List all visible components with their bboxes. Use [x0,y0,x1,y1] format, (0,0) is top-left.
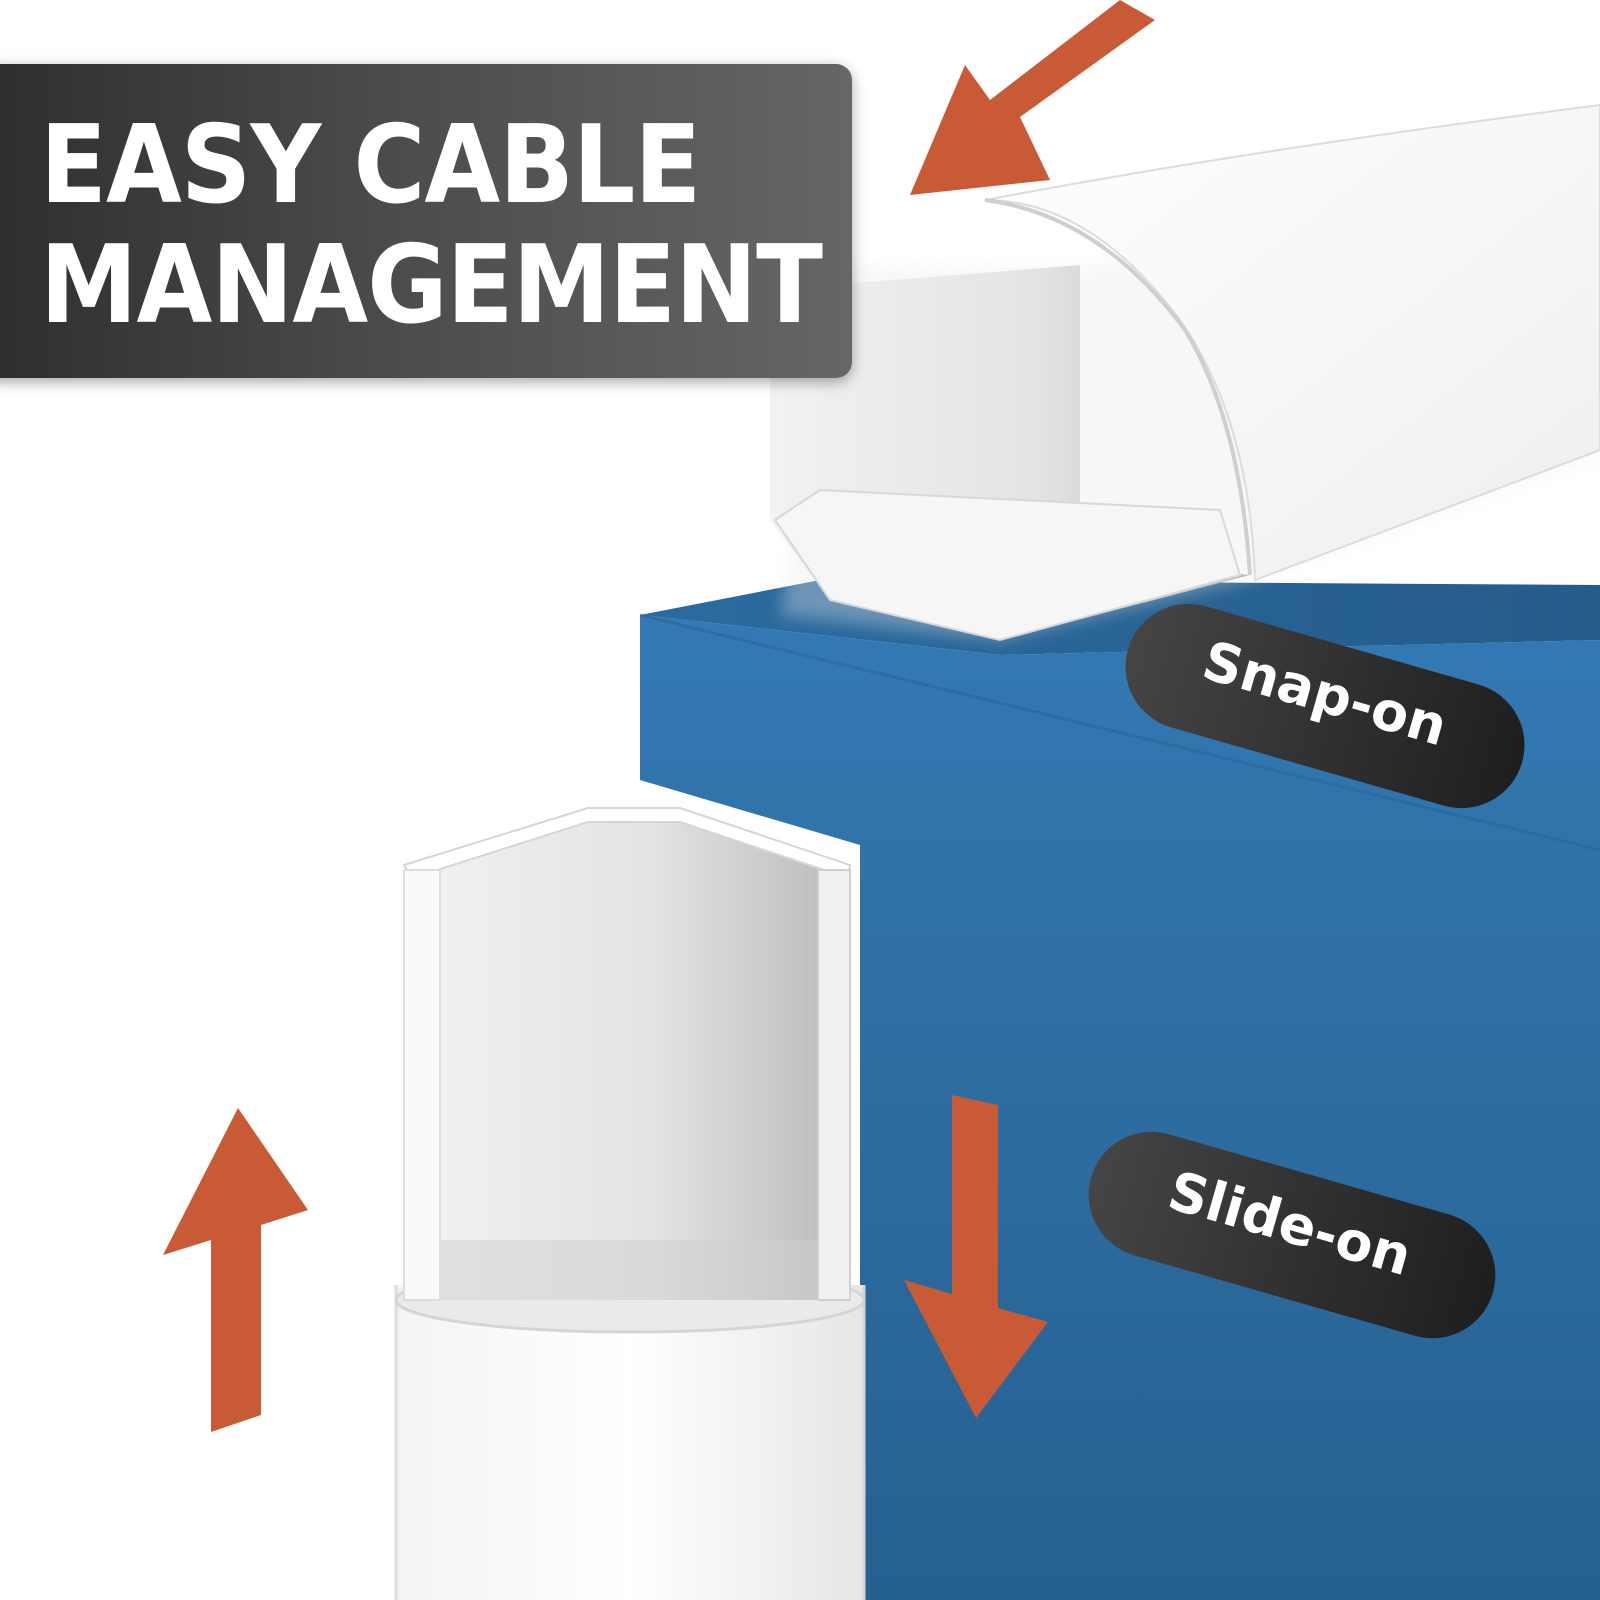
title-banner [0,64,852,378]
arrow-down-left-icon [910,0,1155,195]
furniture-front-face [640,615,1600,1600]
furniture-edge [639,613,1600,852]
arrow-up-icon [163,1108,308,1432]
title-line-2: MANAGEMENT [40,223,823,349]
snap-on-pill [1125,603,1525,809]
horizontal-cable-channel [770,103,1600,642]
title-line-1: EASY CABLE [40,103,701,229]
vertical-cable-channel [394,807,866,1600]
slide-on-pill [1088,1131,1496,1339]
arrow-down-icon [904,1095,1048,1418]
